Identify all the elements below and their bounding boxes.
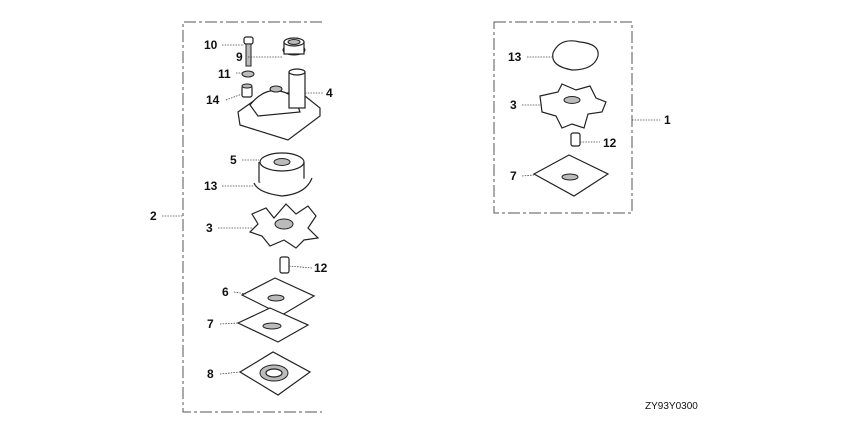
grommet-part-9 (248, 37, 306, 58)
callout-4: 4 (326, 86, 333, 100)
callout-13: 13 (204, 179, 218, 193)
gasket-part-7-right (521, 154, 610, 197)
gasket-part-7-left (219, 307, 310, 343)
callout-8: 8 (207, 367, 214, 381)
callout-2: 2 (150, 209, 157, 223)
washer-part-11 (236, 70, 255, 78)
gasket-part-13 (222, 177, 313, 197)
callout-3-right: 3 (510, 98, 517, 112)
callout-10: 10 (204, 38, 218, 52)
gasket-part-13-right (527, 40, 599, 71)
callout-7-right: 7 (510, 169, 517, 183)
left-group-bracket (162, 21, 322, 413)
key-part-12 (279, 256, 313, 274)
callout-6: 6 (222, 285, 229, 299)
bolt-part-10 (222, 36, 254, 67)
diagram-code: ZY93Y0300 (645, 401, 698, 412)
callout-9: 9 (236, 50, 243, 64)
callout-1: 1 (664, 113, 671, 127)
impeller-part-3-right (522, 83, 607, 129)
callout-11: 11 (218, 67, 231, 81)
callout-13-right: 13 (508, 50, 522, 64)
right-group-box (493, 21, 660, 214)
key-part-12-right (570, 132, 600, 147)
callout-5: 5 (230, 153, 237, 167)
callout-14: 14 (206, 93, 220, 107)
callout-12: 12 (314, 261, 328, 275)
pump-case-part-4 (237, 68, 323, 141)
callout-12-right: 12 (603, 136, 617, 150)
callout-3: 3 (206, 221, 213, 235)
impeller-part-3 (218, 203, 320, 249)
collar-part-14 (225, 83, 253, 101)
callout-7: 7 (207, 317, 214, 331)
seal-plate-part-8 (219, 351, 312, 396)
